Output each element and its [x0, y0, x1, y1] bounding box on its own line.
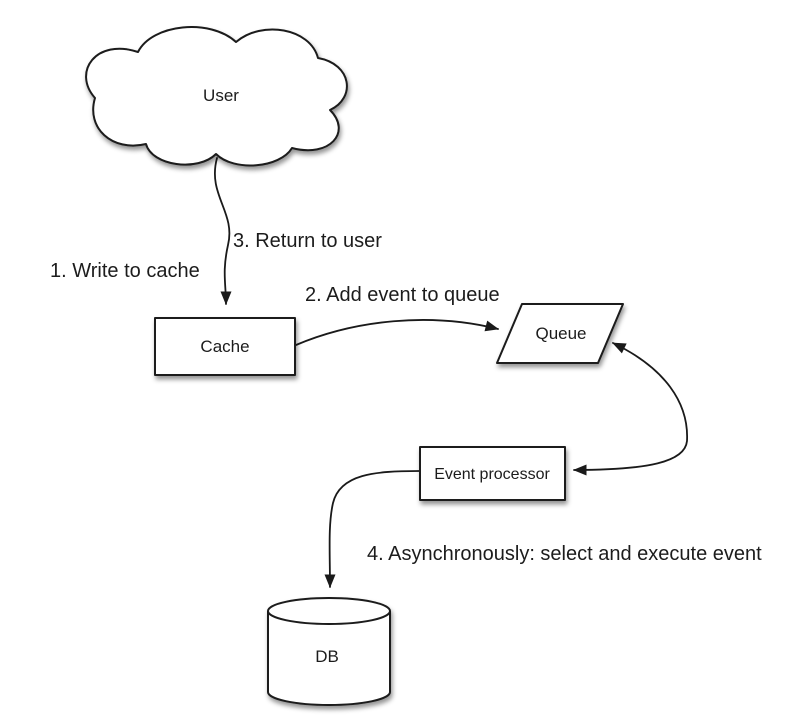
cloud-shape	[85, 26, 348, 167]
event-processor-rectangle	[419, 446, 566, 501]
edge-queue-event-processor-bidirectional	[573, 342, 688, 476]
node-queue: Queue	[496, 303, 624, 364]
edge-user-to-cache	[214, 157, 232, 305]
queue-parallelogram	[496, 303, 624, 364]
node-db: DB	[267, 597, 391, 706]
edges-layer	[214, 157, 688, 588]
db-cylinder-body	[267, 611, 391, 706]
node-event-processor: Event processor	[419, 446, 566, 501]
node-user: User	[85, 26, 348, 167]
node-queue-label: Queue	[535, 324, 586, 343]
cache-rectangle	[154, 317, 296, 376]
step-label-add-event-to-queue: 2. Add event to queue	[305, 284, 500, 306]
db-cylinder-top	[267, 597, 391, 625]
edge-event-processor-to-db	[324, 470, 420, 588]
node-cache: Cache	[154, 317, 296, 376]
step-label-asynchronously-select-execute: 4. Asynchronously: select and execute ev…	[367, 543, 762, 565]
node-event-processor-label: Event processor	[434, 466, 550, 483]
node-user-label: User	[203, 86, 239, 105]
node-db-label: DB	[315, 647, 339, 666]
step-label-return-to-user: 3. Return to user	[233, 230, 382, 252]
step-label-write-to-cache: 1. Write to cache	[50, 260, 200, 282]
edge-cache-to-queue	[295, 319, 499, 346]
node-cache-label: Cache	[200, 337, 249, 356]
